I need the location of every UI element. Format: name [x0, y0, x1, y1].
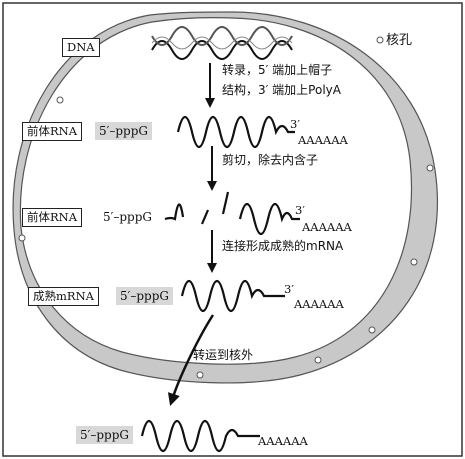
- arrow-export: [167, 314, 215, 406]
- step-transcription-line2: 结构，3′ 端加上PolyA: [222, 83, 341, 97]
- cap-label-2: 5′–pppG: [103, 210, 152, 224]
- pre-rna-1-strand: [176, 115, 295, 149]
- step-splicing: 剪切，除去内含子: [222, 153, 319, 167]
- label-pre-rna-2: 前体RNA: [22, 208, 83, 227]
- label-mature-mrna: 成熟mRNA: [28, 287, 99, 306]
- poly-a-label-4: AAAAAA: [258, 434, 308, 448]
- poly-a-label-2: AAAAAA: [302, 220, 352, 234]
- cap-label-3: 5′–pppG: [116, 287, 173, 305]
- three-prime-label-1: 3′: [290, 117, 300, 131]
- poly-a-label-1: AAAAAA: [298, 133, 348, 147]
- three-prime-label-3: 3′: [284, 282, 294, 296]
- step-joining: 连接形成成熟的mRNA: [222, 239, 344, 253]
- poly-a-label-3: AAAAAA: [294, 297, 344, 311]
- dna-helix: [151, 26, 293, 60]
- step-transcription-line1: 转录，5′ 端加上帽子: [222, 63, 333, 77]
- nuclear-pores: [18, 36, 434, 379]
- mature-mrna-strand: [180, 279, 285, 313]
- nuclear-envelope-inner: [19, 17, 413, 365]
- label-nuclear-pore: 核孔: [386, 33, 413, 48]
- three-prime-label-2: 3′: [295, 203, 305, 217]
- label-dna: DNA: [62, 38, 100, 57]
- pre-rna-2-strand: [164, 191, 300, 236]
- label-pre-rna-1: 前体RNA: [22, 122, 83, 141]
- cap-label-4: 5′–pppG: [76, 426, 133, 444]
- cap-label-1: 5′–pppG: [95, 122, 152, 140]
- cytoplasm-mrna-strand: [140, 419, 260, 453]
- step-export: 转运到核外: [193, 348, 254, 362]
